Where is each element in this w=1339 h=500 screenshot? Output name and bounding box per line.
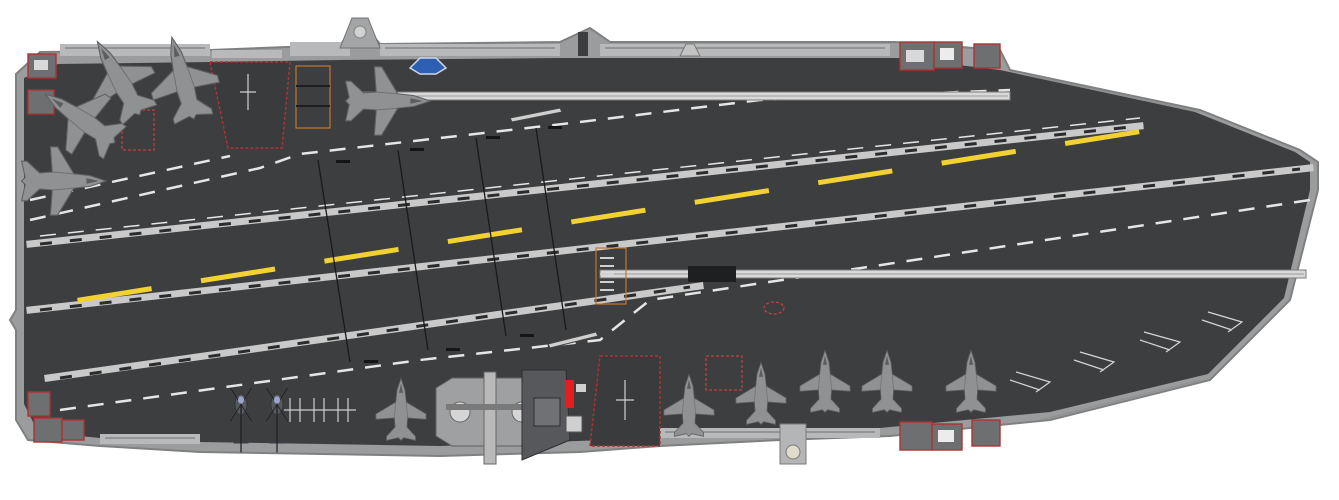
tiltrotor-pad — [435, 371, 547, 465]
parking-boxes — [121, 109, 785, 391]
flight-deck-surface — [24, 58, 1310, 446]
top-structures — [339, 17, 701, 75]
catapult-tracks — [295, 65, 1307, 305]
helicopter-parking-grid — [284, 398, 356, 422]
aft-island — [521, 369, 807, 465]
corner-sponsons — [27, 41, 1001, 451]
tow-bars — [509, 107, 599, 349]
walkway-rail-marks — [65, 47, 1201, 439]
bow-chevrons — [1009, 311, 1244, 393]
arresting-wires — [317, 127, 567, 363]
deck-elevators — [209, 61, 661, 447]
deck-fittings — [336, 126, 562, 363]
deck-elevator-icon — [209, 61, 291, 149]
radar-dome-icon — [408, 57, 448, 75]
deck-edge-walkways — [60, 42, 890, 444]
edge-dark-marks — [39, 125, 1301, 380]
